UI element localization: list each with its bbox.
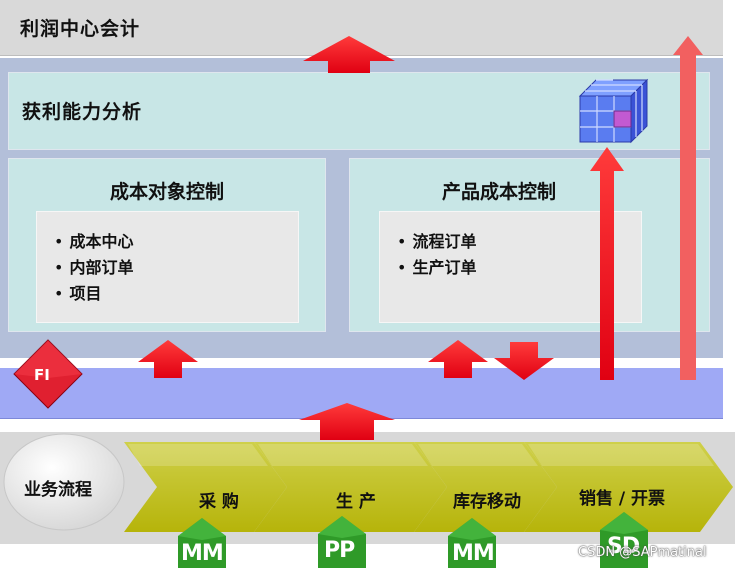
list-item: 流程订单 <box>397 229 476 255</box>
business-process-oval-icon <box>3 433 125 531</box>
arrow-up-from-process-icon <box>299 403 395 440</box>
list-item: 成本中心 <box>54 229 133 255</box>
list-item: 生产订单 <box>397 255 476 281</box>
process-chevrons <box>124 442 733 532</box>
step-sales-billing: 销售 / 开票 <box>579 489 666 509</box>
sd-badge-icon <box>600 512 648 568</box>
fi-diamond-icon <box>13 339 83 409</box>
product-cost-list: 流程订单 生产订单 <box>397 229 476 281</box>
watermark: CSDN @SAPmatinal <box>578 545 707 560</box>
data-cube-icon <box>578 78 649 144</box>
arrow-down-product-cost-icon <box>494 342 554 380</box>
module-sd-label: SD <box>607 534 640 559</box>
pp-badge-icon <box>318 516 366 568</box>
arrow-up-product-cost-icon <box>428 340 488 378</box>
module-mm-2-label: MM <box>452 541 495 566</box>
step-inventory-movement: 库存移动 <box>453 492 521 512</box>
step-production: 生 产 <box>336 492 376 512</box>
chevron-production <box>254 442 447 532</box>
fi-label: FI <box>34 366 50 384</box>
arrow-up-to-profit-center-icon <box>303 36 395 73</box>
module-badges <box>178 512 648 568</box>
business-process-label: 业务流程 <box>24 480 92 500</box>
chevron-sales <box>524 442 733 532</box>
module-mm-label: MM <box>181 541 224 566</box>
cost-object-list: 成本中心 内部订单 项目 <box>54 229 133 307</box>
chevron-purchase <box>124 442 287 532</box>
module-pp-label: PP <box>324 538 355 563</box>
arrow-up-to-cube-icon <box>590 147 624 380</box>
chevron-inventory <box>414 442 557 532</box>
step-purchase: 采 购 <box>199 492 239 512</box>
list-item: 项目 <box>54 281 133 307</box>
product-cost-control-title: 产品成本控制 <box>441 181 556 203</box>
mm-badge-2-icon <box>448 518 496 568</box>
arrow-up-cost-object-icon <box>138 340 198 378</box>
profitability-analysis-title: 获利能力分析 <box>22 101 143 123</box>
profit-center-accounting-title: 利润中心会计 <box>20 18 141 40</box>
mm-badge-icon <box>178 518 226 568</box>
list-item: 内部订单 <box>54 255 133 281</box>
tall-arrow-up-icon <box>673 36 703 380</box>
cost-object-control-title: 成本对象控制 <box>109 181 224 203</box>
